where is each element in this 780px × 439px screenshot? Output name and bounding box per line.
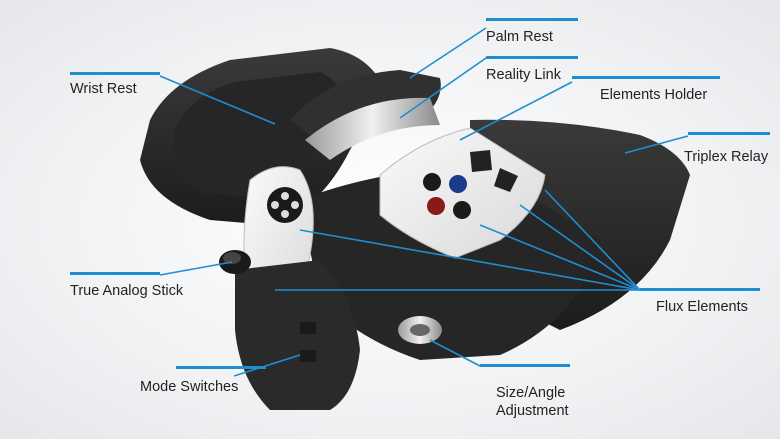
dpad-icon (267, 187, 303, 223)
true-analog-stick-bar (70, 272, 160, 275)
size-angle-knob (398, 316, 442, 344)
triplex-relay-bar (688, 132, 770, 135)
flux-elements-bar (640, 288, 760, 291)
analog-stick (219, 250, 251, 274)
label-true-analog-stick: True Analog Stick (70, 282, 183, 300)
label-reality-link: Reality Link (486, 66, 561, 84)
wrist-rest-bar (70, 72, 160, 75)
size-angle-bar (480, 364, 570, 367)
label-mode-switches: Mode Switches (140, 378, 238, 396)
reality-link-bar-accent (486, 56, 578, 59)
elements-holder-bar (572, 76, 720, 79)
mode-switches-bar (176, 366, 266, 369)
palm-rest-bar (486, 18, 578, 21)
label-wrist-rest: Wrist Rest (70, 80, 137, 98)
label-triplex-relay: Triplex Relay (684, 148, 768, 166)
label-size-angle-1: Size/Angle (496, 384, 565, 402)
label-flux-elements: Flux Elements (656, 298, 748, 316)
label-size-angle-2: Adjustment (496, 402, 569, 420)
label-palm-rest: Palm Rest (486, 28, 553, 46)
label-elements-holder: Elements Holder (600, 86, 707, 104)
